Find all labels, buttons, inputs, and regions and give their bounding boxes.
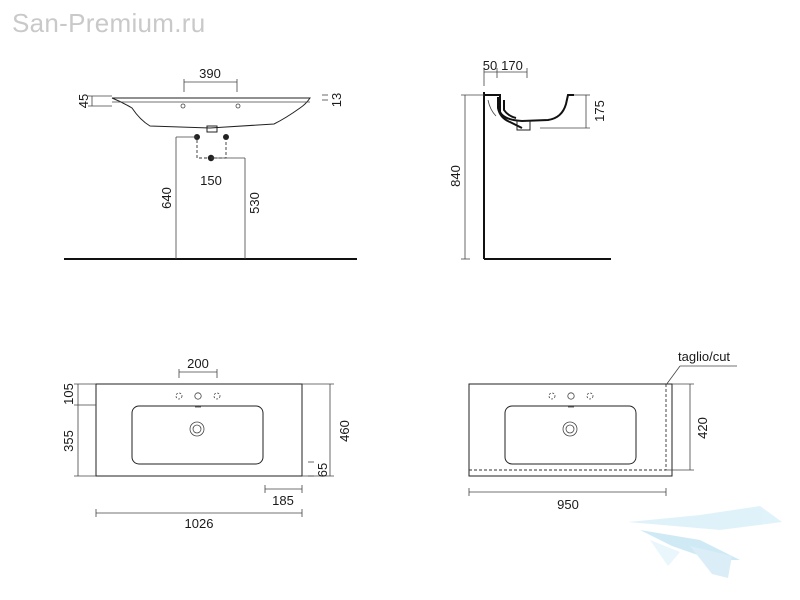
dim-175: 175 — [592, 100, 607, 122]
watermark-text: San-Premium.ru — [12, 8, 206, 38]
top-view: 200 105 355 460 65 185 1026 — [61, 356, 352, 531]
dim-150: 150 — [200, 173, 222, 188]
tap-hole-left — [180, 103, 186, 109]
logo-icon — [628, 506, 782, 578]
dim-105: 105 — [61, 383, 76, 405]
tap-hole-center — [194, 392, 202, 400]
cut-bowl-outline — [504, 405, 637, 465]
tap-hole-right — [235, 103, 241, 109]
dim-1026: 1026 — [185, 516, 214, 531]
dim-950: 950 — [557, 497, 579, 512]
tap-hole-right — [213, 392, 221, 400]
cut-tap-hole-center — [567, 392, 575, 400]
tap-hole-left — [175, 392, 183, 400]
dim-45: 45 — [76, 94, 91, 108]
trap-inner — [503, 100, 517, 119]
top-outline — [95, 383, 303, 477]
drain-inner — [192, 424, 202, 434]
dim-390: 390 — [199, 66, 221, 81]
basin-profile — [111, 97, 311, 129]
bowl-outline — [131, 405, 264, 465]
dim-13: 13 — [329, 93, 344, 107]
cut-view: taglio/cut 420 950 — [468, 349, 737, 512]
cut-drain-inner — [565, 424, 575, 434]
dim-460: 460 — [337, 420, 352, 442]
dim-355: 355 — [61, 430, 76, 452]
dim-65: 65 — [315, 463, 330, 477]
trap-outer — [497, 97, 523, 129]
drain-outlet — [206, 125, 218, 133]
trap-bottom — [516, 120, 531, 131]
cut-tap-hole-right — [586, 392, 594, 400]
supply-valve-right — [223, 134, 229, 140]
cut-tap-hole-left — [548, 392, 556, 400]
trap-pipe — [487, 99, 497, 117]
dim-840: 840 — [448, 165, 463, 187]
cut-label: taglio/cut — [678, 349, 730, 364]
dim-420: 420 — [695, 417, 710, 439]
dim-530: 530 — [247, 192, 262, 214]
front-view: 390 45 13 150 640 530 — [64, 66, 357, 260]
dim-170: 170 — [501, 58, 523, 73]
dim-200: 200 — [187, 356, 209, 371]
side-view: 50 170 175 840 — [448, 58, 611, 260]
cut-drain-outer — [562, 421, 578, 437]
dim-185: 185 — [272, 493, 294, 508]
dim-640: 640 — [159, 187, 174, 209]
cut-leader — [665, 365, 681, 386]
cut-outline — [468, 383, 673, 477]
drain-outer — [189, 421, 205, 437]
dim-50: 50 — [483, 58, 497, 73]
